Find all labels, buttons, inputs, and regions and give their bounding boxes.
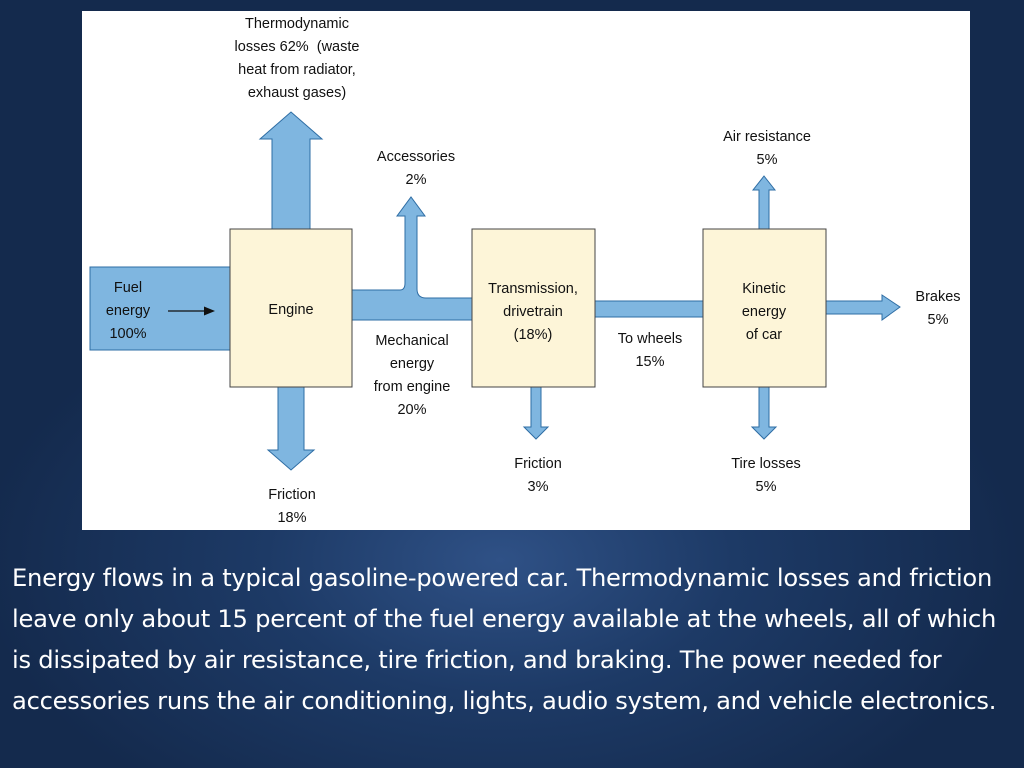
label-line: Brakes	[915, 289, 960, 305]
label-line: 15%	[635, 354, 664, 370]
drivetrain-friction-arrow	[522, 386, 550, 440]
label-line: 5%	[928, 312, 949, 328]
kinetic-energy-box	[702, 228, 827, 388]
label-line: To wheels	[618, 331, 682, 347]
air-resistance-label: Air resistance 5%	[723, 129, 811, 168]
kinetic-energy-box-label: Kinetic energy of car	[742, 281, 787, 343]
fuel-direction-arrowhead	[204, 306, 215, 316]
label-line: (18%)	[514, 327, 553, 343]
label-line: 5%	[756, 479, 777, 495]
label-line: 3%	[528, 479, 549, 495]
label-line: energy	[742, 304, 787, 320]
fuel-energy-label: Fuel energy 100%	[106, 280, 151, 342]
tire-losses-arrow	[750, 386, 778, 440]
label-line: energy	[106, 303, 151, 319]
label-line: Thermodynamic	[245, 16, 349, 32]
label-line: from engine	[374, 379, 451, 395]
mechanical-energy-band	[351, 196, 473, 321]
brakes-arrow	[825, 294, 901, 321]
label-line: Friction	[268, 487, 316, 503]
label-line: Transmission,	[488, 281, 578, 297]
to-wheels-label: To wheels 15%	[618, 331, 682, 370]
thermodynamic-losses-arrow	[258, 111, 324, 230]
label-line: of car	[746, 327, 782, 343]
brakes-label: Brakes 5%	[915, 289, 960, 328]
engine-friction-arrow	[266, 386, 316, 471]
label-line: Accessories	[377, 149, 455, 165]
label-line: 20%	[397, 402, 426, 418]
label-line: 100%	[109, 326, 146, 342]
label-line: 18%	[277, 510, 306, 526]
label-line: Mechanical	[375, 333, 448, 349]
label-line: Tire losses	[731, 456, 801, 472]
label-line: 5%	[757, 152, 778, 168]
label-line: heat from radiator,	[238, 62, 356, 78]
engine-box	[229, 228, 353, 388]
accessories-label: Accessories 2%	[377, 149, 455, 188]
engine-box-label: Engine	[268, 302, 313, 318]
label-line: drivetrain	[503, 304, 563, 320]
transmission-box	[471, 228, 596, 388]
slide-caption: Energy flows in a typical gasoline-power…	[12, 564, 997, 715]
label-line: exhaust gases)	[248, 85, 346, 101]
label-line: energy	[390, 356, 435, 372]
drivetrain-friction-label: Friction 3%	[514, 456, 562, 495]
label-line: Friction	[514, 456, 562, 472]
mechanical-energy-label: Mechanical energy from engine 20%	[374, 333, 451, 418]
label-line: Air resistance	[723, 129, 811, 145]
engine-friction-label: Friction 18%	[268, 487, 316, 526]
label-line: 2%	[406, 172, 427, 188]
transmission-box-label: Transmission, drivetrain (18%)	[488, 281, 578, 343]
air-resistance-arrow	[751, 175, 777, 230]
label-line: losses 62% (waste	[235, 39, 360, 55]
to-wheels-band	[594, 300, 704, 318]
energy-flow-diagram: Engine Transmission, drivetrain (18%) Kine…	[82, 11, 970, 530]
label-line: Kinetic	[742, 281, 786, 297]
label-line: Fuel	[114, 280, 142, 296]
tire-losses-label: Tire losses 5%	[731, 456, 801, 495]
label-line: Engine	[268, 302, 313, 318]
thermodynamic-losses-label: Thermodynamic losses 62% (waste heat from …	[235, 16, 360, 101]
